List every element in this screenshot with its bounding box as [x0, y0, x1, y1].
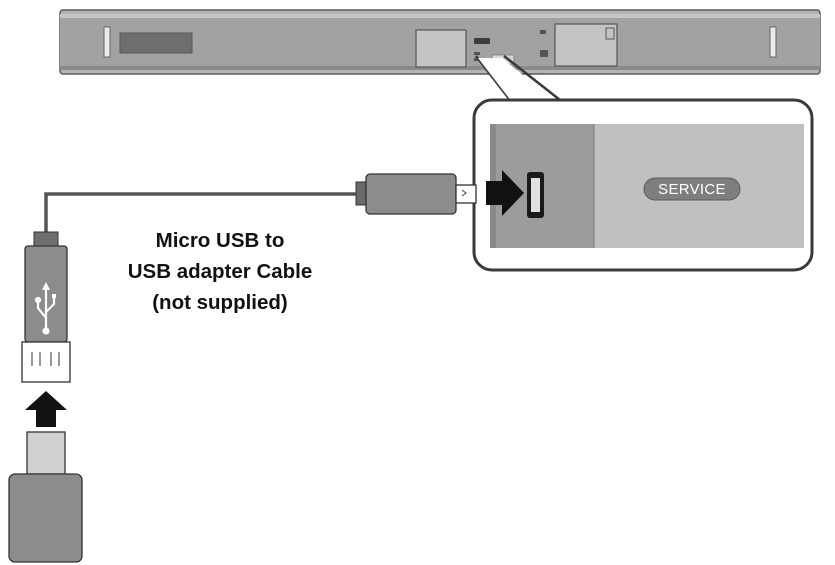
- zoom-callout-wedge: [478, 58, 556, 102]
- caption-line-2: USB adapter Cable: [127, 260, 313, 283]
- service-badge: SERVICE: [643, 177, 741, 201]
- micro-usb-port: [527, 172, 544, 218]
- cable-caption: Micro USB to USB adapter Cable (not supp…: [95, 225, 345, 318]
- caption-line-1: Micro USB to: [155, 229, 285, 252]
- arrow-right-icon: [486, 170, 524, 216]
- usb-trident-icon: [34, 282, 56, 335]
- usb-cable: [44, 192, 356, 232]
- micro-usb-plug: [355, 173, 477, 215]
- rear-panel: [415, 23, 618, 68]
- caption-line-3: (not supplied): [152, 291, 288, 314]
- service-label: SERVICE: [658, 181, 726, 198]
- soundbar-label-plate: [119, 32, 193, 54]
- soundbar-left-foot: [103, 26, 111, 58]
- usb-receptacle-device: [8, 431, 83, 563]
- arrow-up-icon: [25, 391, 67, 427]
- zoom-panel: [472, 98, 814, 272]
- soundbar-right-foot: [769, 26, 777, 58]
- zoom-callout-lines: [475, 55, 561, 101]
